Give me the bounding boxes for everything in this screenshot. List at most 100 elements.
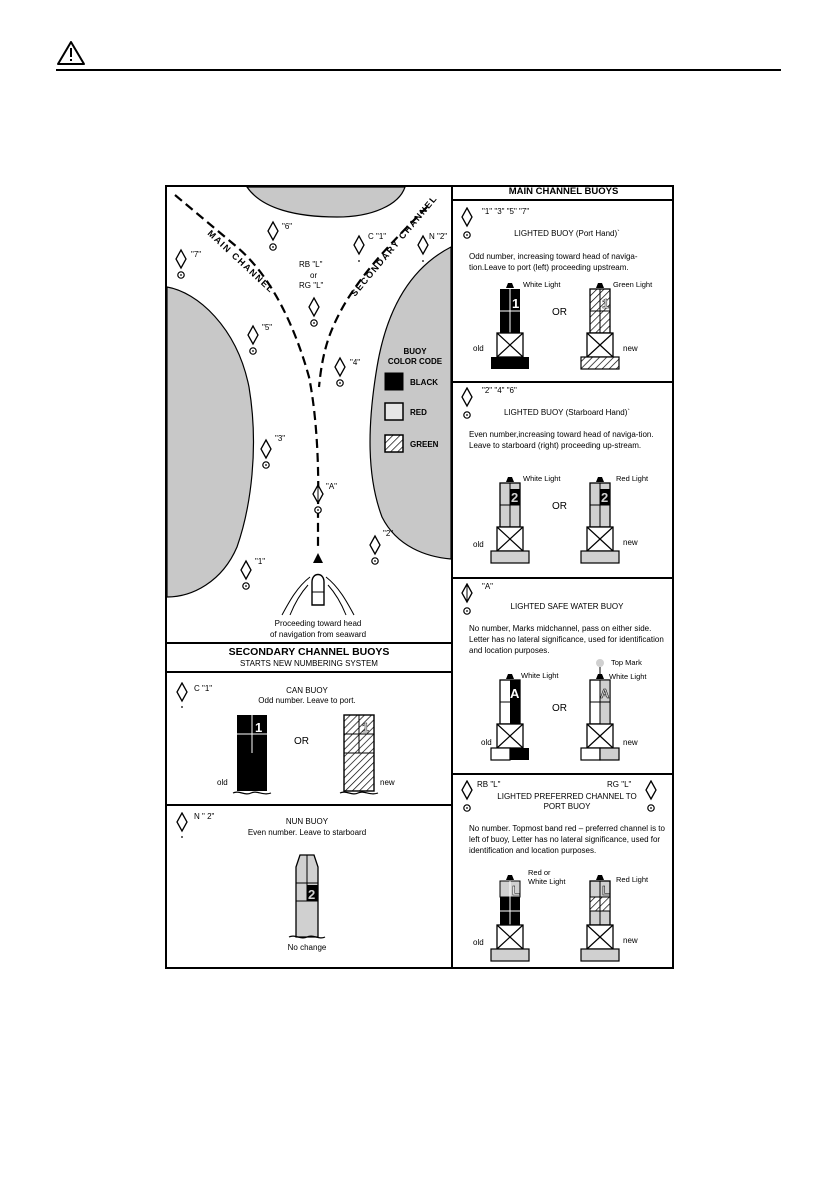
- svg-text:Red Light: Red Light: [616, 474, 649, 483]
- svg-text:N "2": N "2": [429, 232, 447, 241]
- preferred-buoy-title: LIGHTED PREFERRED CHANNEL TO: [497, 792, 637, 801]
- svg-text:OR: OR: [552, 501, 567, 512]
- svg-text:Green Light: Green Light: [613, 280, 653, 289]
- svg-text:COLOR CODE: COLOR CODE: [388, 357, 443, 366]
- column-divider: [451, 187, 453, 967]
- safe-buoy-desc: No number, Marks midchannel, pass on eit…: [469, 624, 664, 655]
- svg-text:old: old: [473, 938, 484, 947]
- svg-text:"2": "2": [383, 529, 393, 538]
- svg-text:OR: OR: [294, 736, 309, 747]
- main-channel-line: [174, 194, 320, 547]
- port-starboard-divider: [453, 381, 672, 383]
- preferred-buoy-desc: No number. Topmost band red – preferred …: [469, 824, 665, 855]
- svg-text:old: old: [217, 778, 228, 787]
- svg-text:1: 1: [255, 720, 262, 735]
- svg-text:L: L: [512, 883, 520, 898]
- svg-text:RG "L": RG "L": [299, 281, 324, 290]
- svg-text:old: old: [481, 738, 492, 747]
- svg-text:Top Mark: Top Mark: [611, 658, 642, 667]
- preferred-buoy-drawings: L Red or White Light old L Red Light new: [473, 869, 649, 962]
- svg-text:C "1": C "1": [368, 232, 386, 241]
- svg-text:No change: No change: [288, 943, 327, 952]
- main-header-divider: [453, 199, 672, 201]
- svg-text:2: 2: [601, 490, 608, 505]
- svg-text:new: new: [623, 936, 638, 945]
- buoy-icon-5: [247, 325, 259, 355]
- safe-buoy-title: LIGHTED SAFE WATER BUOY: [510, 602, 624, 611]
- svg-text:BUOY: BUOY: [403, 347, 427, 356]
- main-channel-label: MAIN CHANNEL: [206, 228, 277, 295]
- svg-text:RED: RED: [410, 408, 427, 417]
- svg-text:new: new: [623, 738, 638, 747]
- safe-buoy-marker: [461, 583, 473, 615]
- svg-text:"3": "3": [275, 434, 285, 443]
- land-right: [369, 246, 451, 560]
- port-buoy-marker: [461, 207, 473, 239]
- buoy-icon-c1: [353, 235, 365, 262]
- svg-text:new: new: [623, 538, 638, 547]
- svg-text:old: old: [473, 344, 484, 353]
- svg-text:White Light: White Light: [528, 877, 566, 886]
- port-buoy-desc: Odd number, increasing toward head of na…: [469, 252, 638, 272]
- boat-icon: [281, 553, 355, 616]
- svg-text:A: A: [600, 686, 610, 701]
- warning-icon: [57, 41, 85, 65]
- svg-text:"7": "7": [191, 250, 201, 259]
- legend-swatch-black: [384, 372, 404, 391]
- svg-text:new: new: [623, 344, 638, 353]
- svg-text:1: 1: [512, 296, 519, 311]
- top-mark: [596, 659, 604, 667]
- buoy-icon-preferred: [308, 297, 320, 327]
- starboard-buoy-desc: Even number,increasing toward head of na…: [469, 430, 654, 450]
- can-buoy-title: CAN BUOY: [286, 686, 328, 695]
- svg-text:White Light: White Light: [523, 280, 561, 289]
- can-buoy-drawings: 1 old OR 1 new: [217, 714, 395, 795]
- buoy-chart-figure: MAIN CHANNEL SECONDARY CHANNEL "6" "7" C…: [165, 185, 674, 969]
- svg-text:new: new: [380, 778, 395, 787]
- svg-text:of navigation from seaward: of navigation from seaward: [270, 630, 366, 639]
- svg-text:L: L: [602, 883, 610, 898]
- svg-text:"1": "1": [255, 557, 265, 566]
- svg-text:Red or: Red or: [528, 869, 551, 877]
- buoy-icon-6: [267, 221, 279, 251]
- can-buoy-desc: Odd number. Leave to port.: [258, 696, 356, 705]
- svg-text:1: 1: [362, 720, 369, 735]
- map-bottom-divider: [167, 642, 451, 644]
- svg-text:"4": "4": [350, 358, 360, 367]
- nun-buoy-drawing: 2 No change: [288, 854, 327, 952]
- svg-text:2: 2: [511, 490, 518, 505]
- secondary-subtitle: STARTS NEW NUMBERING SYSTEM: [240, 659, 378, 668]
- svg-text:A: A: [510, 686, 520, 701]
- buoy-icon-n2: [417, 235, 429, 262]
- svg-text:White Light: White Light: [609, 672, 647, 681]
- preferred-right-marker: [645, 780, 657, 812]
- svg-text:White Light: White Light: [523, 474, 561, 483]
- svg-text:old: old: [473, 540, 484, 549]
- starboard-buoy-marker: [461, 387, 473, 419]
- svg-text:OR: OR: [552, 703, 567, 714]
- preferred-left-marker: [461, 780, 473, 812]
- starboard-buoy-title: LIGHTED BUOY (Starboard Hand)`: [503, 408, 631, 417]
- buoy-icon-3: [260, 439, 272, 469]
- land-left: [167, 286, 255, 598]
- svg-text:or: or: [310, 271, 317, 280]
- svg-text:RB "L": RB "L": [299, 260, 323, 269]
- legend-swatch-red: [384, 402, 404, 421]
- channel-map: MAIN CHANNEL SECONDARY CHANNEL "6" "7" C…: [167, 187, 451, 639]
- svg-text:2: 2: [308, 887, 315, 902]
- secondary-header-divider: [167, 671, 451, 673]
- svg-text:"A": "A": [326, 482, 337, 491]
- buoy-icon-7: [175, 249, 187, 279]
- svg-text:Red Light: Red Light: [616, 875, 649, 884]
- svg-text:Proceeding toward head: Proceeding toward head: [275, 619, 362, 628]
- svg-text:"6": "6": [282, 222, 292, 231]
- legend-swatch-green: [384, 434, 404, 453]
- buoy-icon-a: [312, 484, 324, 514]
- svg-text:1: 1: [602, 296, 609, 311]
- svg-text:"5": "5": [262, 323, 272, 332]
- secondary-title: SECONDARY CHANNEL BUOYS: [228, 646, 390, 658]
- land-top: [246, 187, 406, 218]
- starboard-safe-divider: [453, 577, 672, 579]
- buoy-icon-1: [240, 560, 252, 590]
- safe-buoy-drawings: A White Light old OR A Top Mark White Li…: [481, 658, 647, 761]
